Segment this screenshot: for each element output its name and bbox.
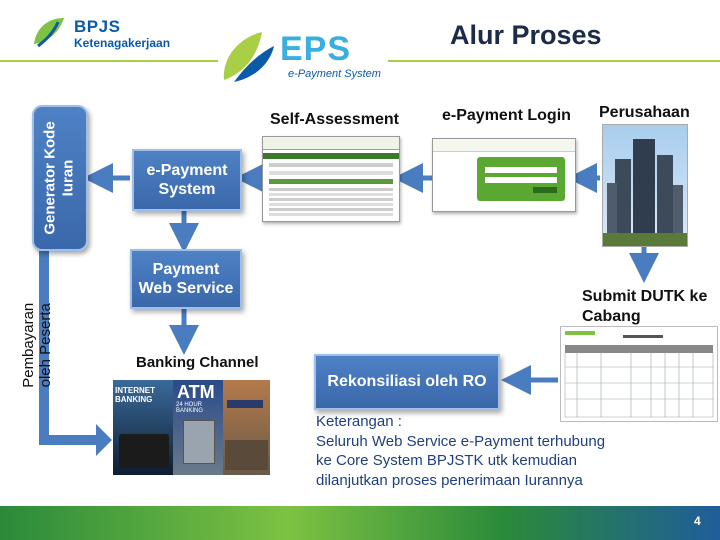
connector-arrowhead	[96, 424, 112, 456]
brand-sub: Ketenagakerjaan	[74, 36, 171, 50]
keterangan-note: Keterangan : Seluruh Web Service e-Payme…	[316, 412, 605, 490]
atm-sub-text: 24 HOUR BANKING	[176, 402, 204, 414]
internet-banking-image: INTERNET BANKING	[113, 380, 173, 475]
footer-bar	[0, 506, 720, 540]
note-line-1: Seluruh Web Service e-Payment terhubung	[316, 432, 606, 450]
self-assessment-screenshot	[262, 136, 400, 222]
banking-channel-label: Banking Channel	[136, 354, 259, 371]
note-line-2: ke Core System BPJSTK utk kemudian	[316, 452, 577, 469]
eps-logo-sub: e-Payment System	[288, 68, 381, 80]
eps-logo-text: EPS	[280, 30, 352, 68]
bank-branch-image	[223, 380, 270, 475]
rekonsiliasi-box: Rekonsiliasi oleh RO	[314, 354, 500, 410]
epayment-login-label: e-Payment Login	[442, 107, 571, 124]
brand-name: BPJS	[74, 17, 121, 36]
connector-generator-to-banking	[39, 250, 96, 445]
dutk-document	[560, 326, 718, 422]
payment-web-service-box: Payment Web Service	[130, 249, 242, 309]
generator-kode-iuran-box: Generator Kode Iuran	[32, 105, 88, 251]
page-number: 4	[694, 514, 701, 528]
self-assessment-label: Self-Assessment	[270, 111, 399, 128]
bpjs-logo: BPJS Ketenagakerjaan	[30, 14, 230, 54]
eps-leaf-icon	[223, 32, 274, 82]
bpjs-leaf-icon	[34, 18, 64, 48]
epayment-system-box: e-Payment System	[132, 149, 242, 211]
note-line-3: dilanjutkan proses penerimaan Iurannya	[316, 471, 583, 489]
epayment-login-screenshot	[432, 138, 576, 212]
internet-banking-text: INTERNET BANKING	[115, 386, 155, 404]
page-title: Alur Proses	[450, 20, 602, 50]
eps-logo: EPS e-Payment System	[218, 28, 388, 86]
atm-image: ATM 24 HOUR BANKING	[173, 380, 223, 475]
submit-dutk-label: Submit DUTK ke Cabang	[582, 288, 708, 325]
perusahaan-building-image	[602, 124, 688, 247]
atm-text: ATM	[177, 382, 215, 402]
note-heading: Keterangan :	[316, 413, 402, 430]
generator-kode-iuran-label: Generator Kode Iuran	[42, 121, 78, 235]
pembayaran-label: Pembayaran oleh Peserta	[19, 302, 54, 388]
perusahaan-label: Perusahaan	[599, 104, 690, 121]
